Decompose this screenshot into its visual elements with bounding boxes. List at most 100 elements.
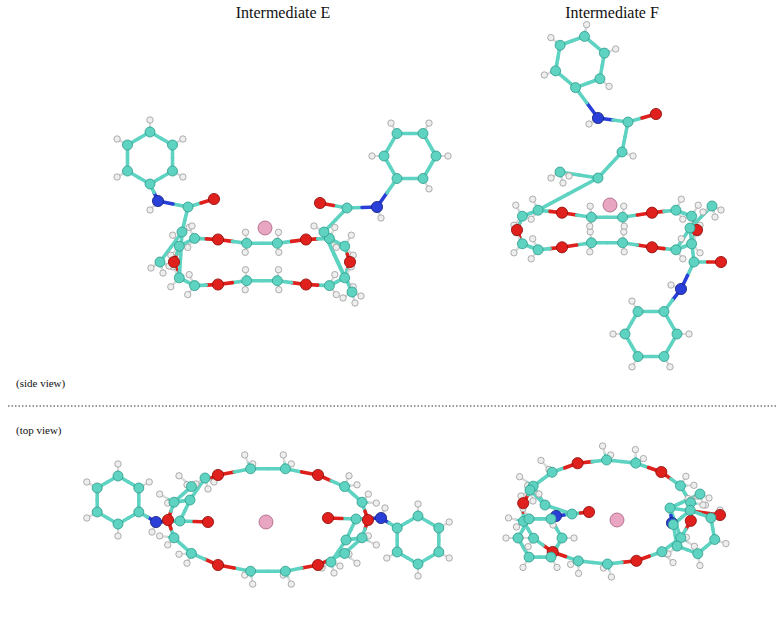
atom [572,458,583,469]
atom [567,561,573,567]
atom [371,201,382,212]
atom [348,232,354,238]
atom [413,559,423,569]
atom [189,223,195,229]
view-label: (side view) [16,377,65,389]
atom [671,245,681,255]
atom [272,276,282,286]
atom [242,229,248,235]
atom [169,497,179,507]
atom [513,533,523,543]
atom [586,212,596,222]
atom [695,202,701,208]
atom [149,529,155,535]
atom [373,542,379,548]
atom [587,223,593,229]
atom [84,479,90,485]
atom [312,469,323,480]
atom [190,233,200,243]
atom [668,282,674,288]
atom [602,455,612,465]
atom [311,223,317,229]
atom [633,307,643,317]
atom [551,66,561,76]
atom [675,481,685,491]
atom [631,555,642,566]
atom [340,295,346,301]
atom [114,136,120,142]
atom [250,581,256,587]
atom [392,174,402,184]
atom [446,519,452,525]
atom [555,40,565,50]
atom [185,291,191,297]
atom [246,464,256,474]
atom [275,267,281,273]
atom [712,214,718,220]
panel-title-text: Intermediate E [236,4,331,21]
atom [174,241,184,251]
atom [707,201,717,211]
atom [276,249,282,255]
atom [352,300,358,306]
atom [606,83,612,89]
atom [84,515,90,521]
atom [513,524,519,530]
atom [340,548,350,558]
atom [134,507,144,517]
atom [280,566,290,576]
atom [554,564,560,570]
atom [556,242,567,253]
atom [322,512,333,523]
atom [621,223,627,229]
atom [629,364,635,370]
atom [168,166,178,176]
atom [115,461,121,467]
atom [706,495,712,501]
atom [621,249,627,255]
atom [587,249,593,255]
intermediate-e-side [114,117,451,306]
atom [557,533,567,543]
atom [640,455,646,461]
atom [528,256,534,262]
atom [516,474,522,480]
atom [511,250,517,256]
atom [340,241,350,251]
atom [555,167,565,177]
atom [357,497,367,507]
atom [170,232,176,238]
intermediate-f-top [503,443,729,580]
atom [200,473,210,483]
atom [630,153,636,159]
atom [586,238,596,248]
atom [384,555,390,561]
atom [382,505,388,511]
atom [354,482,360,488]
atom [342,203,352,213]
atom [678,236,684,242]
atom [354,560,360,566]
atom [147,207,153,213]
atom [529,533,539,543]
atom [272,238,282,248]
atom [540,500,550,510]
view-label: (top view) [16,424,62,436]
atom [583,21,589,27]
atom [680,256,686,262]
atom [599,443,605,449]
atom [659,307,669,317]
atom [212,559,223,570]
atom [431,151,441,161]
atom [672,541,682,551]
atom [258,221,272,235]
atom [710,535,720,545]
atom [697,250,703,256]
atom [530,196,536,202]
atom [190,281,200,291]
atom [657,547,667,557]
intermediate-e-top [84,452,453,588]
atom [242,249,248,255]
atom [332,224,338,230]
